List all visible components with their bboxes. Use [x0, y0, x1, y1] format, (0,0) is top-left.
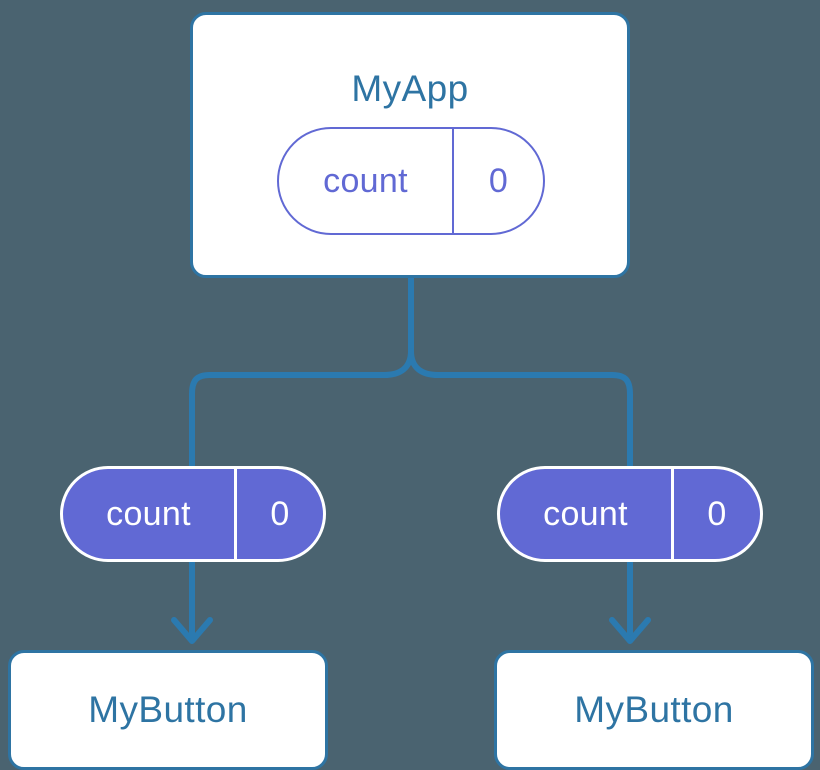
state-value-label: 0 — [452, 129, 543, 233]
state-pill-branch-left-count[interactable]: count 0 — [60, 466, 326, 562]
component-card-mybutton-right[interactable]: MyButton — [494, 650, 814, 770]
state-pill-branch-right-count[interactable]: count 0 — [497, 466, 763, 562]
state-pill-myapp-count[interactable]: count 0 — [277, 127, 545, 235]
component-card-mybutton-left[interactable]: MyButton — [8, 650, 328, 770]
component-name-mybutton: MyButton — [88, 689, 248, 730]
arrow-head-right-icon — [609, 617, 651, 644]
arrow-head-left-icon — [171, 617, 213, 644]
state-key-label: count — [323, 161, 408, 200]
connector-branch-right — [408, 348, 633, 469]
state-key-label: count — [106, 494, 191, 533]
state-value-label: 0 — [234, 469, 323, 559]
state-value-label: 0 — [671, 469, 760, 559]
component-name-mybutton: MyButton — [574, 689, 734, 730]
component-name-myapp: MyApp — [351, 68, 469, 109]
connector-branch-left — [189, 348, 414, 469]
state-key-label: count — [543, 494, 628, 533]
